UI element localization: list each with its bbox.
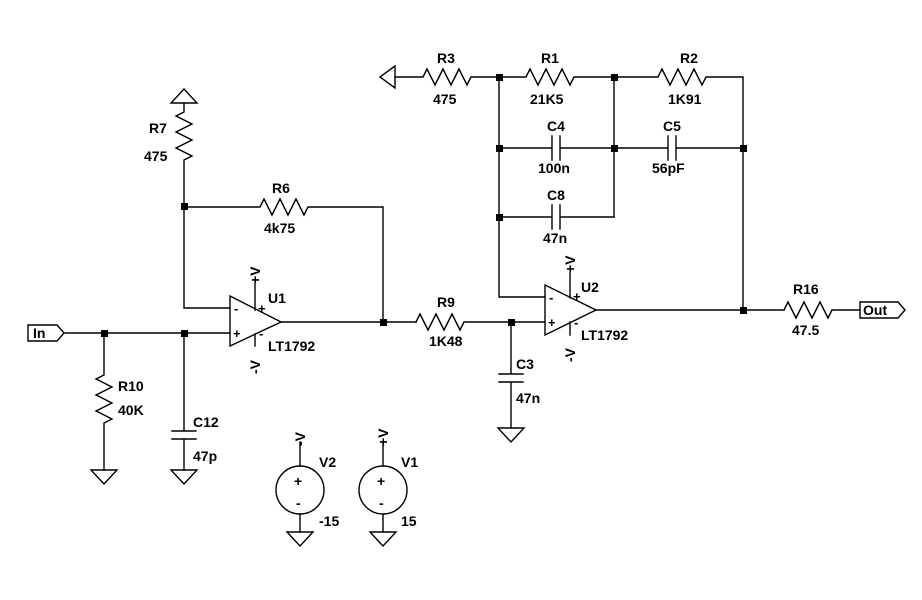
r6-value: 4k75: [264, 220, 295, 236]
r10-value: 40K: [118, 402, 144, 418]
resistor-r7: R7 475: [144, 102, 194, 208]
r1-ref: R1: [541, 50, 559, 66]
output-port-label: Out: [863, 302, 887, 318]
u2-ref: U2: [581, 279, 599, 295]
v2-value: -15: [319, 513, 339, 529]
c12-ref: C12: [193, 414, 219, 430]
ground-symbol: [368, 531, 398, 548]
v1-plus-mark: +: [377, 473, 385, 489]
junction: [380, 319, 387, 326]
r1-value: 21K5: [530, 91, 564, 107]
u2-pos-supply-label: +V: [562, 255, 578, 273]
u1-pos-supply-label: +V: [247, 266, 263, 284]
c4-value: 100n: [538, 160, 570, 176]
c4-ref: C4: [547, 118, 565, 134]
c3-value: 47n: [516, 390, 540, 406]
capacitor-c4: C4 100n: [498, 118, 615, 176]
u1-plus-mark: +: [233, 326, 241, 341]
r3-ref: R3: [437, 50, 455, 66]
input-port: In: [27, 324, 65, 342]
supply-flag: [169, 87, 199, 104]
r7-ref: R7: [149, 120, 167, 136]
u1-vplus-pin-mark: +: [258, 301, 266, 316]
ground-symbol: [496, 427, 526, 444]
c8-value: 47n: [543, 230, 567, 246]
v2-minus-mark: -: [296, 495, 301, 511]
u1-ref: U1: [268, 290, 286, 306]
v1-value: 15: [401, 513, 417, 529]
resistor-r6: R6 4k75: [183, 180, 384, 323]
ground-symbol: [89, 469, 119, 486]
c5-value: 56pF: [652, 160, 685, 176]
c12-value: 47p: [193, 448, 217, 464]
u1-model: LT1792: [268, 338, 315, 354]
ground-symbol: [285, 531, 315, 548]
u1-minus-mark: -: [234, 301, 238, 316]
r2-value: 1K91: [668, 91, 702, 107]
supply-flag: [378, 64, 396, 90]
junction: [740, 145, 747, 152]
capacitor-c12: C12 47p: [171, 332, 219, 471]
v1-net-label: +V: [375, 428, 391, 446]
c5-ref: C5: [663, 118, 681, 134]
r9-ref: R9: [437, 294, 455, 310]
c3-ref: C3: [516, 356, 534, 372]
voltage-source-v2: + - -V V2 -15: [275, 431, 339, 533]
r7-value: 475: [144, 148, 168, 164]
v2-plus-mark: +: [294, 473, 302, 489]
capacitor-c8: C8 47n: [498, 187, 615, 246]
input-port-label: In: [33, 325, 45, 341]
wire-u2-inverting: [498, 76, 546, 298]
resistor-r3: R3 475: [394, 50, 500, 107]
u2-neg-supply-label: -V: [562, 347, 578, 362]
capacitor-c3: C3 47n: [498, 321, 540, 429]
resistor-r2: R2 1K91: [613, 50, 744, 311]
u2-plus-mark: +: [548, 315, 556, 330]
capacitor-c5: C5 56pF: [613, 118, 744, 176]
u2-vplus-pin-mark: +: [573, 289, 581, 304]
opamp-u2: - + + - +V -V U2 LT1792: [544, 255, 628, 362]
u1-vminus-pin-mark: -: [259, 326, 263, 341]
ground-symbol: [169, 469, 199, 486]
r3-value: 475: [433, 91, 457, 107]
u1-neg-supply-label: -V: [247, 359, 263, 374]
c8-ref: C8: [547, 187, 565, 203]
r9-value: 1K48: [429, 333, 463, 349]
r10-ref: R10: [118, 378, 144, 394]
resistor-r1: R1 21K5: [498, 50, 615, 107]
r16-value: 47.5: [792, 322, 819, 338]
u2-vminus-pin-mark: -: [574, 315, 578, 330]
output-port: Out: [859, 301, 906, 319]
v2-ref: V2: [319, 454, 336, 470]
r6-ref: R6: [272, 180, 290, 196]
opamp-u1: - + + - +V -V U1 LT1792: [229, 266, 315, 374]
u2-model: LT1792: [581, 327, 628, 343]
v1-ref: V1: [401, 454, 418, 470]
r16-ref: R16: [793, 281, 819, 297]
resistor-r16: R16 47.5: [783, 281, 861, 338]
wire-u1-inverting: [183, 206, 231, 309]
u2-minus-mark: -: [549, 290, 553, 305]
v1-minus-mark: -: [379, 495, 384, 511]
voltage-source-v1: + - +V V1 15: [358, 428, 418, 533]
v2-net-label: -V: [292, 431, 308, 446]
resistor-r9: R9 1K48: [415, 294, 546, 349]
r2-ref: R2: [680, 50, 698, 66]
junction: [740, 307, 747, 314]
resistor-r10: R10 40K: [94, 332, 144, 471]
